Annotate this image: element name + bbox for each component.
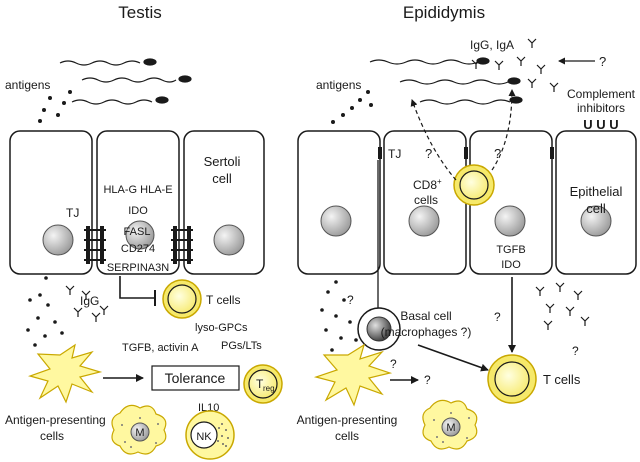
epididymis-dashed-arrow-right bbox=[491, 89, 516, 171]
epididymis-tj-2 bbox=[464, 147, 468, 159]
testis-treg-nucleus bbox=[248, 369, 278, 399]
epididymis-complement-label-1: Complement bbox=[567, 87, 636, 101]
epididymis-nucleus-4 bbox=[580, 205, 612, 237]
testis-t-cells-label: T cells bbox=[206, 293, 240, 307]
testis-lyso-label: lyso-GPCs bbox=[195, 322, 248, 334]
epididymis-apc-label-2: cells bbox=[335, 429, 359, 443]
epididymis-nucleus-3 bbox=[494, 205, 526, 237]
testis-apc-label-2: cells bbox=[40, 429, 64, 443]
testis-m-label: M bbox=[135, 427, 144, 439]
testis-macrophage-granules bbox=[121, 417, 159, 448]
testis-pgs-label: PGs/LTs bbox=[221, 340, 262, 352]
testis-tolerance-label: Tolerance bbox=[165, 370, 226, 386]
testis-cd274-label: CD274 bbox=[121, 243, 155, 255]
testis-inhibition-line bbox=[119, 276, 155, 299]
epididymis-antibodies-bottom bbox=[535, 282, 590, 331]
epididymis-basal-label-2: (macrophages ?) bbox=[381, 325, 472, 339]
testis-fasl-label: FASL bbox=[124, 226, 151, 238]
testis-tj-label: TJ bbox=[66, 206, 79, 220]
epididymis-complement-glyphs: U U U bbox=[583, 117, 618, 132]
testis-treg-main: T bbox=[256, 377, 264, 391]
epididymis-q-apc: ? bbox=[424, 373, 431, 387]
epididymis-cd8-nucleus bbox=[459, 170, 489, 200]
epididymis-arrow-basal-tcell bbox=[417, 344, 489, 372]
testis-cell-2 bbox=[96, 130, 180, 275]
epididymis-tj-1 bbox=[378, 147, 382, 159]
epididymis-q-right: ? bbox=[494, 146, 501, 161]
epididymis-epithelial-label-2: cell bbox=[586, 201, 606, 216]
epididymis-title: Epididymis bbox=[403, 3, 485, 22]
testis-nk-label: NK bbox=[196, 431, 212, 443]
epididymis-basal-label-1: Basal cell bbox=[400, 309, 451, 323]
epididymis-nucleus-1 bbox=[320, 205, 352, 237]
epididymis-q-antibody: ? bbox=[572, 344, 579, 358]
epididymis-panel: Epididymis IgG, IgA ? Complement inhibit… bbox=[297, 3, 637, 450]
testis-tolerance-box bbox=[151, 365, 240, 391]
epididymis-t-cell-nucleus bbox=[494, 361, 530, 397]
epididymis-ido-label: IDO bbox=[501, 259, 521, 271]
testis-t-cell-nucleus bbox=[167, 284, 197, 314]
testis-nucleus-2 bbox=[125, 220, 155, 250]
epididymis-apc-shape bbox=[313, 343, 393, 407]
testis-sertoli-label-2: cell bbox=[212, 171, 232, 186]
testis-tight-junction-left bbox=[84, 226, 106, 264]
testis-tgfb-activin-label: TGFB, activin A bbox=[122, 342, 199, 354]
epididymis-cd8-cells-label: cells bbox=[414, 193, 438, 207]
testis-title: Testis bbox=[118, 3, 161, 22]
epididymis-q-left: ? bbox=[425, 146, 432, 161]
epididymis-basal-cell-nucleus bbox=[366, 316, 392, 342]
epididymis-cd8-label: CD8+ bbox=[413, 177, 442, 192]
testis-sperm-group bbox=[59, 58, 192, 105]
epididymis-igg-iga-label: IgG, IgA bbox=[470, 38, 514, 52]
testis-nucleus-3 bbox=[213, 224, 245, 256]
epididymis-m-label: M bbox=[446, 422, 455, 434]
epididymis-t-cells-label: T cells bbox=[543, 372, 581, 387]
epididymis-macrophage-granules bbox=[433, 412, 470, 443]
testis-ido-label: IDO bbox=[128, 205, 148, 217]
epididymis-apc-label-1: Antigen-presenting bbox=[297, 413, 398, 427]
epididymis-tgfb-label: TGFB bbox=[496, 244, 525, 256]
testis-macrophage-nucleus bbox=[130, 422, 150, 442]
testis-apc-label-1: Antigen-presenting bbox=[5, 413, 106, 427]
testis-hla-label: HLA-G HLA-E bbox=[103, 184, 172, 196]
epididymis-antigens-label: antigens bbox=[316, 78, 361, 92]
testis-tight-junction-right bbox=[171, 226, 193, 264]
epididymis-tj-label: TJ bbox=[388, 147, 401, 161]
epididymis-cell-1 bbox=[297, 130, 381, 275]
epididymis-epithelial-label-1: Epithelial bbox=[570, 184, 623, 199]
epididymis-q-mid-left: ? bbox=[390, 357, 397, 371]
epididymis-nucleus-2 bbox=[408, 205, 440, 237]
testis-igg-label: IgG bbox=[80, 294, 99, 308]
testis-treg-sub: reg bbox=[263, 384, 275, 393]
testis-panel: Testis antigens bbox=[5, 3, 283, 460]
testis-nucleus-1 bbox=[42, 224, 74, 256]
epididymis-tj-3 bbox=[550, 147, 554, 159]
epididymis-macrophage-nucleus bbox=[441, 417, 461, 437]
epididymis-epithelial-cell bbox=[555, 130, 637, 275]
testis-sertoli-label-1: Sertoli bbox=[204, 154, 241, 169]
testis-antigens-label: antigens bbox=[5, 78, 50, 92]
testis-serpina-label: SERPINA3N bbox=[107, 262, 169, 274]
epididymis-q-mid: ? bbox=[494, 310, 501, 324]
epididymis-q-antigen: ? bbox=[347, 293, 354, 307]
epididymis-q-top: ? bbox=[599, 54, 606, 69]
testis-nk-nucleus bbox=[190, 421, 218, 449]
testis-nk-granules bbox=[217, 423, 229, 447]
epididymis-sperm-group bbox=[369, 57, 523, 105]
testis-apc-shape bbox=[27, 343, 103, 404]
epididymis-complement-label-2: inhibitors bbox=[577, 101, 625, 115]
epididymis-dashed-arrow-left bbox=[410, 99, 457, 181]
